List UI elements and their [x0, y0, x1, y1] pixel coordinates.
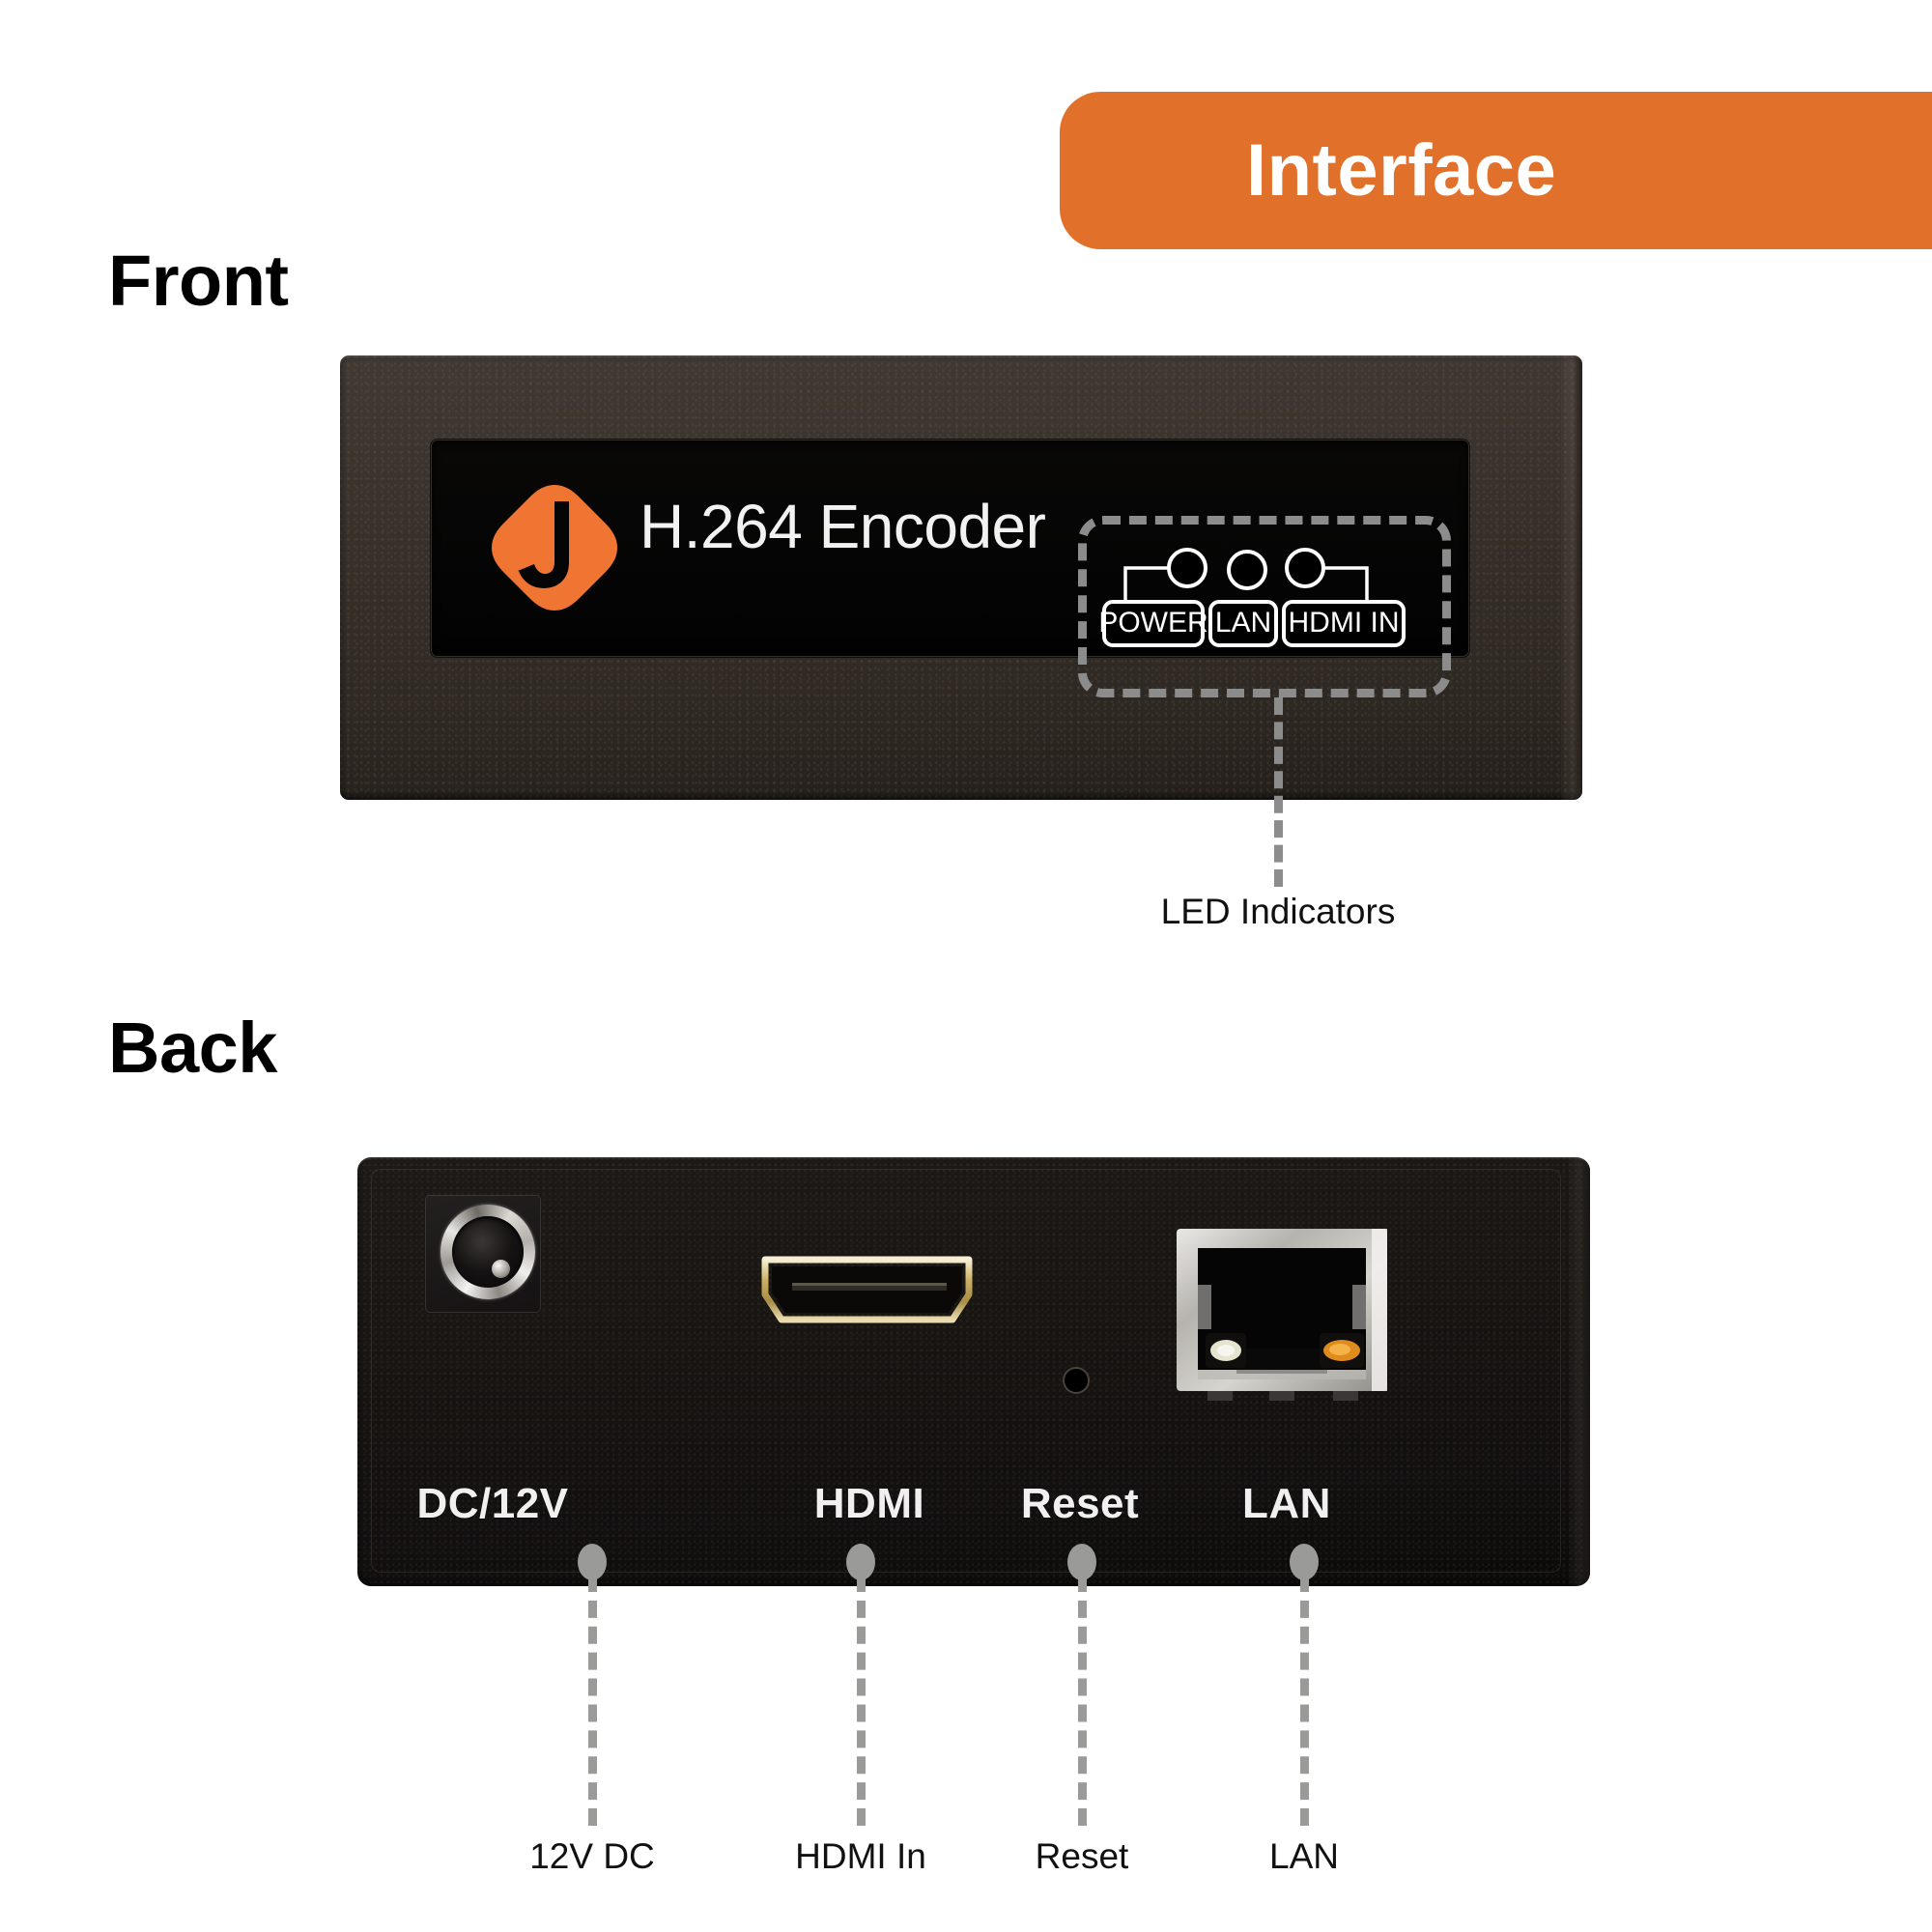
callout-label-reset: Reset: [1035, 1836, 1129, 1876]
led-indicator-group: POWER LAN HDMI IN: [1098, 541, 1429, 657]
callout-line-reset: [1078, 1575, 1087, 1826]
callout-dot-lan: [1290, 1544, 1319, 1580]
callout-dot-reset: [1067, 1544, 1096, 1580]
dc-power-jack-icon[interactable]: [440, 1205, 535, 1299]
callout-line-lan: [1300, 1575, 1309, 1826]
reset-pinhole-icon[interactable]: [1065, 1369, 1088, 1392]
interface-banner: Interface: [1060, 92, 1932, 249]
led-highlight-box: [1078, 516, 1451, 697]
led-hdmi-in-indicator: [1285, 548, 1325, 588]
rj45-lan-port-icon[interactable]: [1173, 1225, 1397, 1416]
dc-jack-center-pin: [492, 1260, 510, 1278]
dc-jack-barrel: [452, 1216, 524, 1288]
silkscreen-label-lan: LAN: [1242, 1480, 1331, 1527]
led-power-indicator: [1167, 548, 1208, 588]
silkscreen-label-dc: DC/12V: [416, 1480, 569, 1527]
callout-dot-hdmi: [846, 1544, 875, 1580]
callout-line-dc: [588, 1575, 597, 1826]
callout-label-lan: LAN: [1269, 1836, 1339, 1876]
led-lan-indicator: [1227, 550, 1267, 590]
front-panel-chassis: H.264 Encoder: [340, 355, 1582, 800]
led-tag-hdmi-in: HDMI IN: [1282, 600, 1406, 647]
j-swoosh-logo-icon: [489, 482, 620, 613]
callout-dot-dc: [578, 1544, 607, 1580]
led-callout-line: [1274, 697, 1283, 887]
silkscreen-label-reset: Reset: [1020, 1480, 1140, 1527]
front-panel-side-edge: [1561, 355, 1582, 800]
interface-banner-label: Interface: [1246, 128, 1557, 212]
front-section-title: Front: [108, 241, 289, 321]
silkscreen-label-hdmi: HDMI: [813, 1480, 925, 1527]
front-face-plate: H.264 Encoder: [431, 440, 1469, 657]
back-section-title: Back: [108, 1008, 277, 1088]
led-tag-lan: LAN: [1208, 600, 1278, 647]
callout-label-hdmi: HDMI In: [795, 1836, 926, 1876]
hdmi-port-icon[interactable]: [753, 1250, 980, 1335]
callout-line-hdmi: [857, 1575, 866, 1826]
led-tag-power: POWER: [1098, 600, 1208, 647]
led-callout-label: LED Indicators: [1160, 892, 1396, 931]
callout-label-dc: 12V DC: [529, 1836, 655, 1876]
back-panel-side-edge: [1569, 1157, 1590, 1586]
product-name-label: H.264 Encoder: [639, 492, 1046, 561]
